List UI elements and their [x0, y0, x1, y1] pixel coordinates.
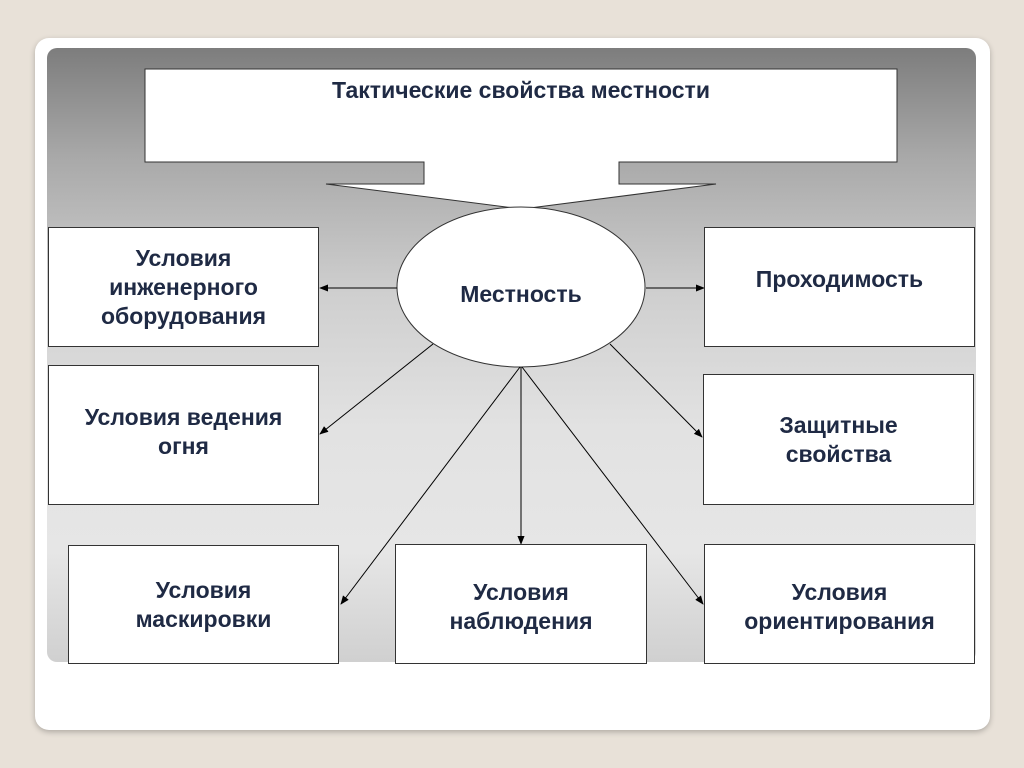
node-engineering: Условия инженерного оборудования [48, 227, 319, 347]
title-callout [144, 68, 898, 210]
arrow-to-fire [319, 343, 434, 435]
node-orientation: Условия ориентирования [704, 544, 975, 664]
node-protective: Защитные свойства [703, 374, 974, 505]
arrow-to-orientation [521, 366, 704, 605]
node-fire-label: Условия ведения огня [84, 404, 283, 459]
node-protective-label: Защитные свойства [779, 411, 898, 467]
node-passability: Проходимость [704, 227, 975, 347]
node-camouflage: Условия маскировки [68, 545, 339, 664]
node-engineering-label: Условия инженерного оборудования [101, 244, 266, 329]
node-passability-label: Проходимость [755, 266, 924, 292]
arrow-to-protective [609, 343, 703, 438]
node-fire: Условия ведения огня [48, 365, 319, 505]
diagram-title: Тактические свойства местности [332, 77, 710, 103]
center-node-label: Местность [460, 281, 582, 307]
node-camouflage-label: Условия маскировки [135, 576, 272, 632]
arrow-to-camouflage [340, 366, 521, 605]
node-orientation-label: Условия ориентирования [744, 579, 935, 634]
node-observation: Условия наблюдения [395, 544, 647, 664]
node-observation-label: Условия наблюдения [449, 579, 593, 634]
